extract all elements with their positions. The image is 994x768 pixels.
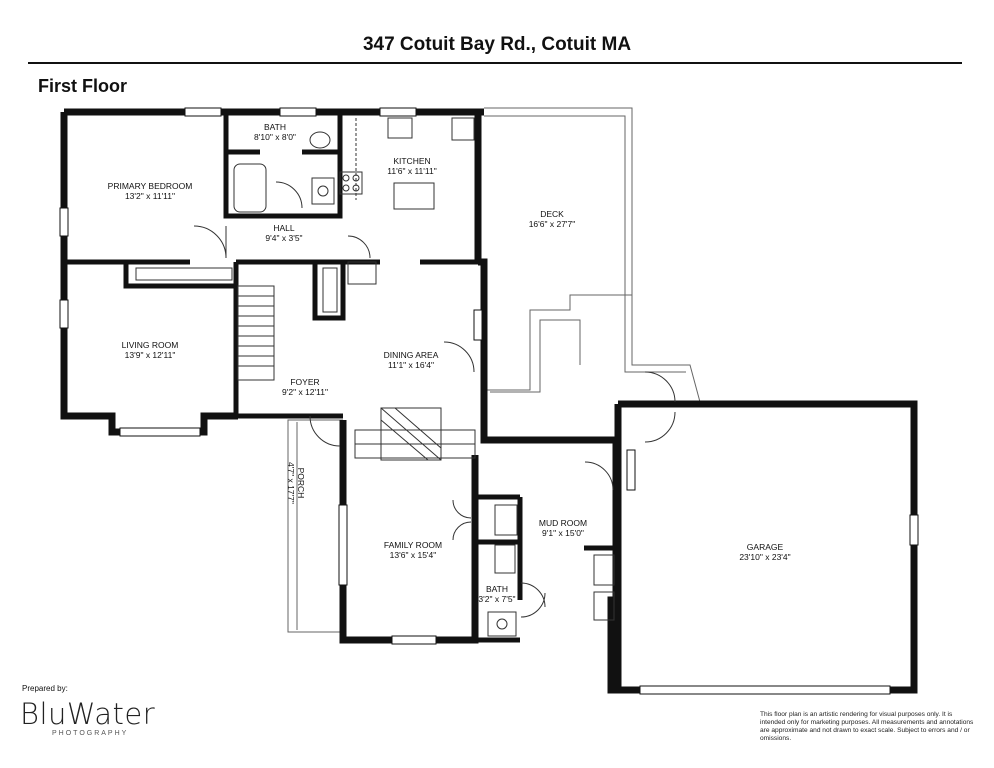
closets (135, 261, 377, 313)
title-rule (28, 62, 962, 64)
floor-label: First Floor (38, 76, 127, 96)
bath-fixtures (233, 131, 615, 637)
bluwater-logo-sub: PHOTOGRAPHY (52, 730, 129, 737)
disclaimer-text: This floor plan is an artistic rendering… (760, 711, 974, 742)
fireplace (380, 407, 442, 461)
porch-outline (287, 419, 343, 633)
doors (193, 181, 676, 618)
deck-outline (484, 107, 701, 403)
kitchen-fixtures (339, 117, 475, 210)
prepared-by-label: Prepared by: (22, 684, 68, 693)
windows (59, 107, 919, 695)
interior-walls (64, 112, 616, 643)
stairs (237, 285, 476, 459)
plan-title: 347 Cotuit Bay Rd., Cotuit MA (362, 34, 632, 55)
bluwater-logo: BluWater (20, 697, 156, 731)
